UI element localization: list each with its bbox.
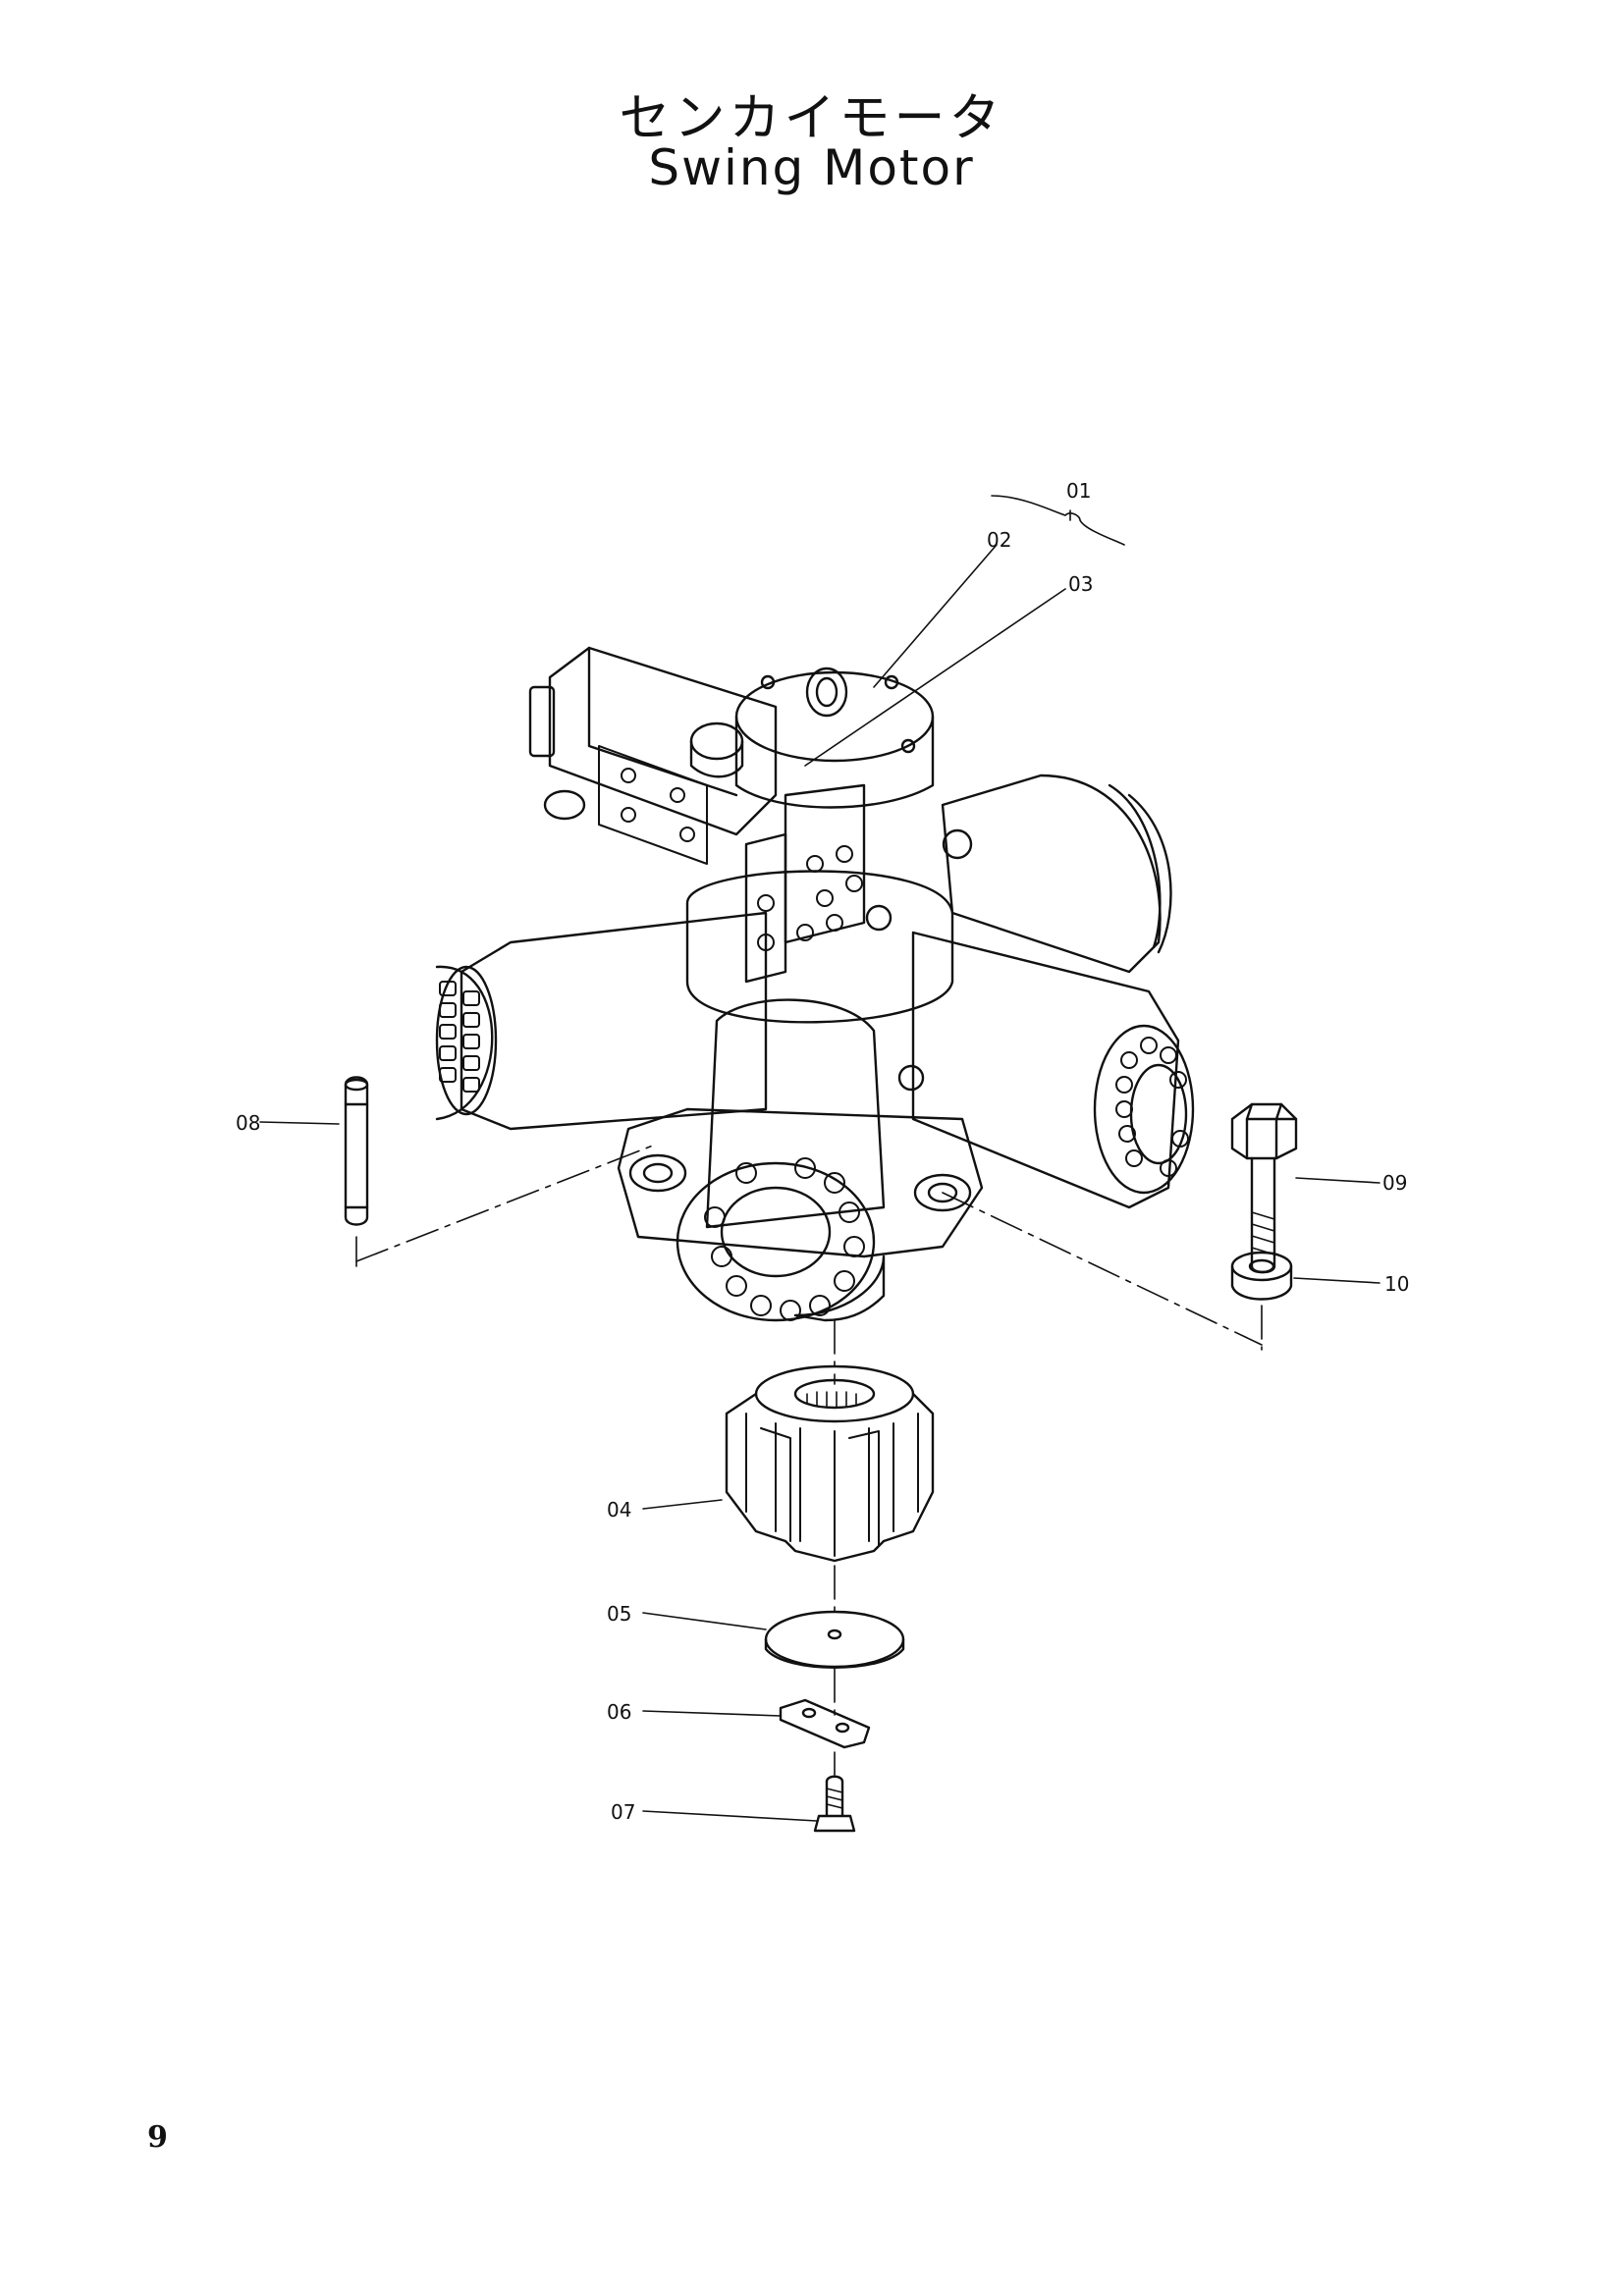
callout-09: 09 xyxy=(1382,1171,1408,1195)
page-title-japanese: センカイモータ xyxy=(619,89,1004,148)
right-arm-bolts xyxy=(1115,1037,1189,1177)
callout-05: 05 xyxy=(607,1602,632,1626)
lock-plate xyxy=(779,1698,871,1749)
motor-body xyxy=(435,646,1195,1322)
callout-03: 03 xyxy=(1068,572,1094,596)
front-arm-bolts xyxy=(704,1157,865,1321)
callout-04: 04 xyxy=(607,1498,632,1522)
thrust-plate xyxy=(764,1610,905,1669)
callout-02: 02 xyxy=(987,528,1012,552)
callout-08: 08 xyxy=(236,1111,261,1135)
callout-01: 01 xyxy=(1066,479,1092,503)
callout-10: 10 xyxy=(1384,1272,1410,1296)
pin-08 xyxy=(344,1076,369,1226)
page-number: 9 xyxy=(147,2120,168,2155)
pinion-gear xyxy=(725,1364,935,1563)
bolt-07 xyxy=(813,1775,856,1833)
washer-10 xyxy=(1230,1251,1293,1301)
callout-06: 06 xyxy=(607,1700,632,1724)
valve-block-cover xyxy=(598,745,708,865)
callout-07: 07 xyxy=(611,1800,636,1824)
hex-bolt-09 xyxy=(1230,1102,1298,1274)
leader-lines xyxy=(259,495,1380,1822)
front-valve-bolts xyxy=(757,845,863,951)
assembly-centerlines xyxy=(355,1143,1263,1776)
page-title-english: Swing Motor xyxy=(648,139,975,196)
left-arm-bolts xyxy=(439,981,480,1093)
